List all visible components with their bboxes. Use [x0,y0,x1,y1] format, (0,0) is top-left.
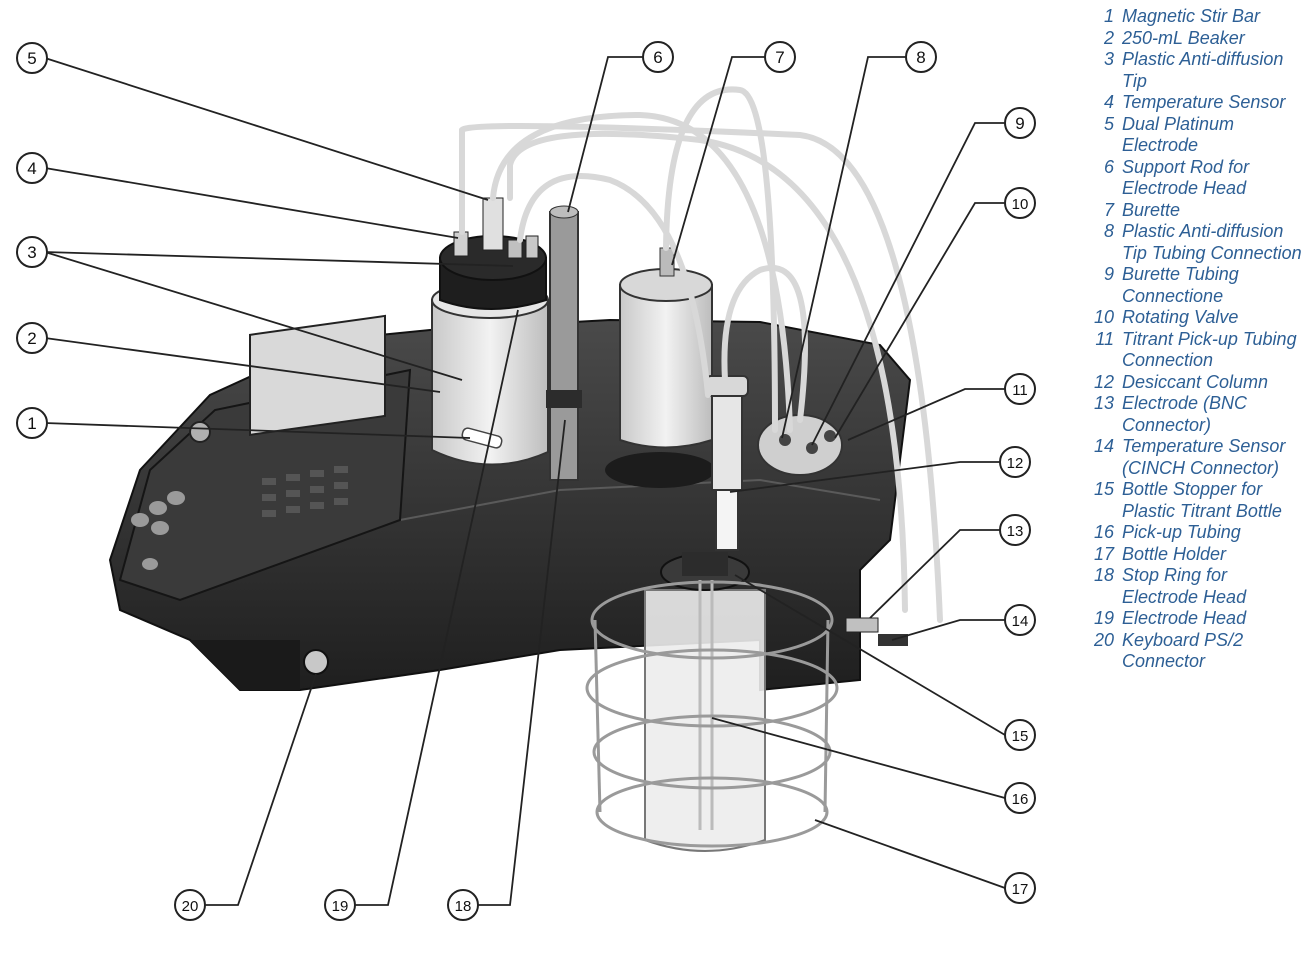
svg-text:3: 3 [27,243,36,262]
svg-text:1: 1 [27,414,36,433]
desiccant-column [705,375,749,551]
svg-text:10: 10 [1012,196,1029,213]
svg-text:18: 18 [455,898,472,915]
svg-text:9: 9 [1015,114,1024,133]
callout-6: 6 [642,41,674,73]
stir-bar [461,427,503,449]
callout-11: 11 [1004,373,1036,405]
svg-text:14: 14 [1012,613,1029,630]
svg-text:6: 6 [653,48,662,67]
svg-text:7: 7 [775,48,784,67]
tubing [459,86,943,623]
rotating-valve [757,414,843,476]
callout-5: 5 [16,42,48,74]
bottle-holder [585,580,839,848]
callout-13: 13 [999,514,1031,546]
callout-3: 3 [16,236,48,268]
support-rod [546,205,582,481]
control-panel [118,314,412,602]
svg-text:4: 4 [27,159,36,178]
svg-text:16: 16 [1012,791,1029,808]
titrant-bottle [644,552,766,852]
svg-text:20: 20 [182,898,199,915]
callout-15: 15 [1004,719,1036,751]
svg-text:2: 2 [27,329,36,348]
svg-text:5: 5 [27,49,36,68]
callouts: 1 2 3 4 5 6 7 8 9 10 11 12 13 14 15 16 1… [16,41,1036,921]
callout-20: 20 [174,889,206,921]
svg-text:15: 15 [1012,728,1029,745]
callout-2: 2 [16,322,48,354]
svg-text:17: 17 [1012,881,1029,898]
svg-text:8: 8 [916,48,925,67]
callout-1: 1 [16,407,48,439]
callout-10: 10 [1004,187,1036,219]
callout-8: 8 [905,41,937,73]
burette [605,247,715,488]
callout-14: 14 [1004,604,1036,636]
svg-text:19: 19 [332,898,349,915]
callout-12: 12 [999,446,1031,478]
callout-16: 16 [1004,782,1036,814]
callout-17: 17 [1004,872,1036,904]
callout-4: 4 [16,152,48,184]
svg-text:13: 13 [1007,523,1024,540]
ps2-port [303,649,329,675]
callout-7: 7 [764,41,796,73]
callout-9: 9 [1004,107,1036,139]
electrode-head [439,197,547,310]
svg-text:12: 12 [1007,455,1024,472]
svg-text:11: 11 [1012,382,1028,399]
callout-19: 19 [324,889,356,921]
callout-18: 18 [447,889,479,921]
leader-lines [44,56,1006,906]
